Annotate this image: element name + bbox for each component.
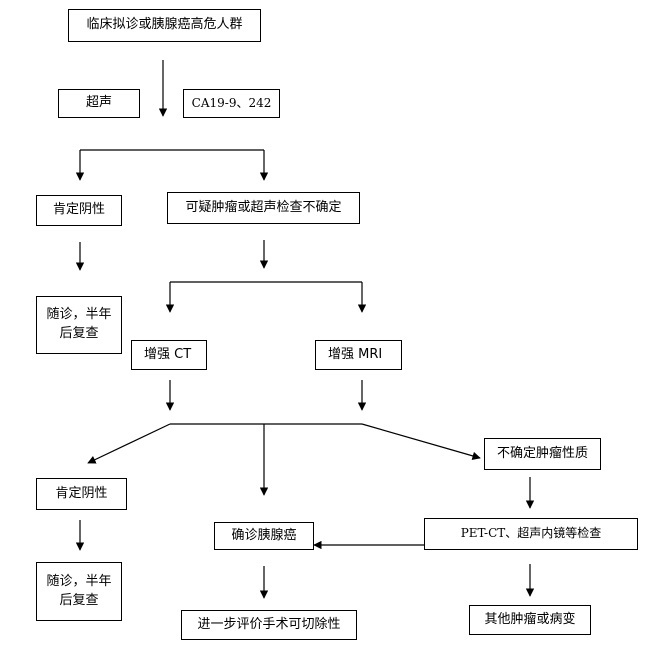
node-enhanced-mri: 增强 MRI (315, 340, 402, 370)
node-uncertain-ultrasound: 可疑肿瘤或超声检查不确定 (167, 192, 360, 224)
node-negative-2: 肯定阴性 (36, 478, 127, 510)
node-pet-ct: PET-CT、超声内镜等检查 (424, 518, 638, 550)
arrow-to-negative-2 (87, 423, 171, 464)
node-confirmed: 确诊胰腺癌 (214, 522, 314, 550)
node-ca199: CA19-9、242 (183, 89, 280, 118)
arrow-to-uncertain-nature (361, 423, 481, 460)
node-followup-1: 随诊，半年 后复查 (36, 296, 122, 354)
node-ultrasound: 超声 (58, 89, 140, 118)
node-high-risk: 临床拟诊或胰腺癌高危人群 (68, 9, 261, 42)
node-enhanced-ct: 增强 CT (131, 340, 207, 370)
node-followup-2: 随诊，半年 后复查 (36, 562, 122, 621)
node-negative-1: 肯定阴性 (36, 195, 122, 226)
node-uncertain-nature: 不确定肿瘤性质 (484, 438, 601, 470)
node-evaluate-surgery: 进一步评价手术可切除性 (181, 610, 357, 640)
node-other-tumor: 其他肿瘤或病变 (469, 605, 591, 635)
